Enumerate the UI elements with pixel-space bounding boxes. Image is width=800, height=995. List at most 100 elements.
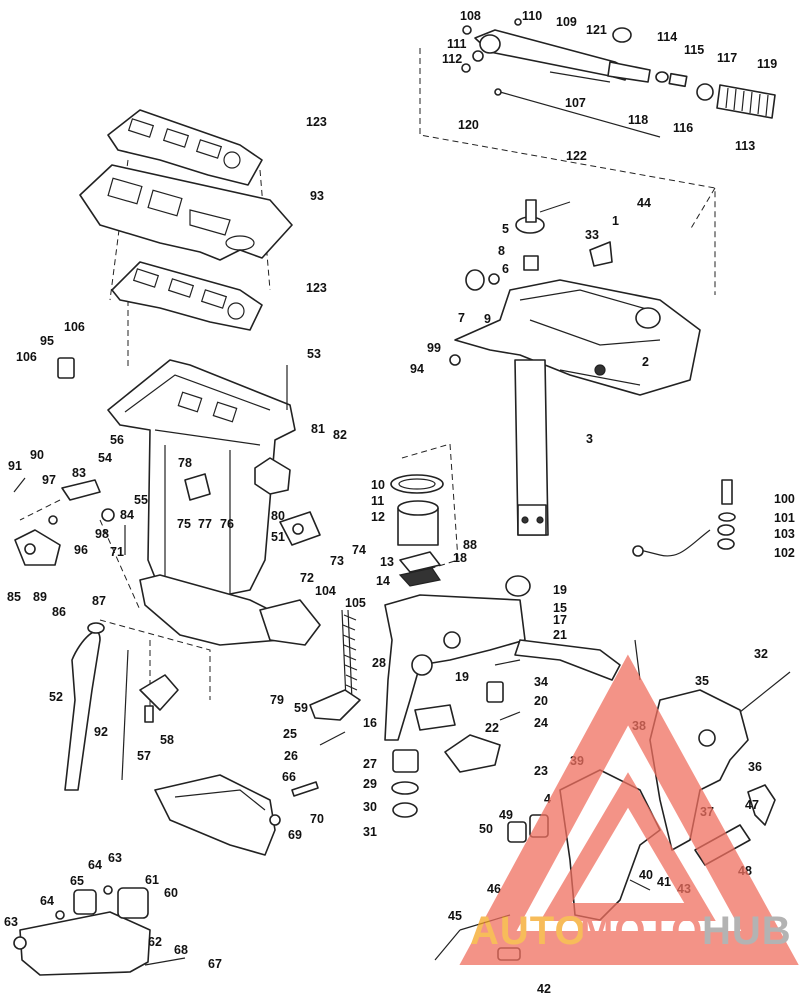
callout-35: 35 <box>695 674 709 688</box>
callout-110: 110 <box>522 9 542 23</box>
callout-17: 17 <box>553 613 567 627</box>
watermark-triangle-inner <box>540 772 716 921</box>
callout-93: 93 <box>310 189 324 203</box>
center-parts <box>309 474 621 818</box>
callout-114: 114 <box>657 30 677 44</box>
callout-80: 80 <box>271 509 285 523</box>
callout-8: 8 <box>498 244 505 258</box>
callout-55: 55 <box>134 493 148 507</box>
callout-6: 6 <box>502 262 509 276</box>
callout-91: 91 <box>8 459 22 473</box>
callout-63: 63 <box>108 851 122 865</box>
callout-61: 61 <box>145 873 159 887</box>
callout-2: 2 <box>642 355 649 369</box>
callout-74: 74 <box>352 543 366 557</box>
callout-59: 59 <box>294 701 308 715</box>
callout-112: 112 <box>442 52 462 66</box>
ground-strap <box>632 479 736 557</box>
callout-27: 27 <box>363 757 377 771</box>
callout-119: 119 <box>757 57 777 71</box>
tiller-group-outline <box>419 48 716 295</box>
watermark-triangle-outer <box>459 654 799 965</box>
callout-5: 5 <box>502 222 509 236</box>
callout-115: 115 <box>684 43 704 57</box>
callout-30: 30 <box>363 800 377 814</box>
callout-84: 84 <box>120 508 134 522</box>
callout-92: 92 <box>94 725 108 739</box>
callout-49: 49 <box>499 808 513 822</box>
callout-41: 41 <box>657 875 671 889</box>
callout-20: 20 <box>534 694 548 708</box>
callout-32: 32 <box>754 647 768 661</box>
callout-22: 22 <box>485 721 499 735</box>
callout-108: 108 <box>460 9 481 23</box>
callout-106: 106 <box>64 320 85 334</box>
callout-23: 23 <box>534 764 548 778</box>
watermark-text-auto: AUTO <box>470 909 587 953</box>
callout-70: 70 <box>310 812 324 826</box>
callout-95: 95 <box>40 334 54 348</box>
callout-79: 79 <box>270 693 284 707</box>
callout-111: 111 <box>447 37 467 51</box>
callout-11: 11 <box>371 494 384 508</box>
tiller-arm <box>461 18 776 138</box>
callout-56: 56 <box>110 433 124 447</box>
callout-63: 63 <box>4 915 18 929</box>
callout-76: 76 <box>220 517 234 531</box>
callout-123: 123 <box>306 115 327 129</box>
callout-82: 82 <box>333 428 347 442</box>
callout-87: 87 <box>92 594 106 608</box>
watermark-text-moto: MOTO <box>580 909 703 953</box>
callout-85: 85 <box>7 590 21 604</box>
callout-66: 66 <box>282 770 296 784</box>
callout-73: 73 <box>330 554 344 568</box>
callout-97: 97 <box>42 473 56 487</box>
callout-75: 75 <box>177 517 191 531</box>
exhaust-housing <box>107 359 321 646</box>
callout-90: 90 <box>30 448 44 462</box>
callout-122: 122 <box>566 149 587 163</box>
callout-116: 116 <box>673 121 693 135</box>
callout-15: 15 <box>553 601 567 615</box>
callout-71: 71 <box>110 545 124 559</box>
bracket-group-outline <box>401 443 459 576</box>
callout-26: 26 <box>284 749 298 763</box>
callout-13: 13 <box>380 555 394 569</box>
callout-19: 19 <box>553 583 567 597</box>
callout-9: 9 <box>484 312 491 326</box>
callout-18: 18 <box>453 551 467 565</box>
callout-72: 72 <box>300 571 314 585</box>
lower-left-parts <box>13 774 319 976</box>
callout-117: 117 <box>717 51 737 65</box>
callout-33: 33 <box>585 228 599 242</box>
callout-19: 19 <box>455 670 469 684</box>
callout-77: 77 <box>198 517 212 531</box>
callout-44: 44 <box>637 196 651 210</box>
callout-103: 103 <box>774 527 795 541</box>
callout-99: 99 <box>427 341 441 355</box>
callout-14: 14 <box>376 574 390 588</box>
callout-62: 62 <box>148 935 162 949</box>
callout-100: 100 <box>774 492 795 506</box>
callout-60: 60 <box>164 886 178 900</box>
callout-88: 88 <box>463 538 477 552</box>
callout-29: 29 <box>363 777 377 791</box>
callout-101: 101 <box>774 511 795 525</box>
gasket-123-bottom <box>111 261 263 331</box>
callout-64: 64 <box>40 894 54 908</box>
callout-123: 123 <box>306 281 327 295</box>
callout-7: 7 <box>458 311 465 325</box>
callout-52: 52 <box>49 690 63 704</box>
callout-58: 58 <box>160 733 174 747</box>
callout-65: 65 <box>70 874 84 888</box>
callout-53: 53 <box>307 347 321 361</box>
swivel-bracket <box>449 199 701 536</box>
gasket-93 <box>79 164 293 261</box>
callout-81: 81 <box>311 422 325 436</box>
callout-121: 121 <box>586 23 607 37</box>
callout-68: 68 <box>174 943 188 957</box>
callout-40: 40 <box>639 868 653 882</box>
callout-50: 50 <box>479 822 493 836</box>
callout-106: 106 <box>16 350 37 364</box>
gasket-123-top <box>107 109 263 186</box>
